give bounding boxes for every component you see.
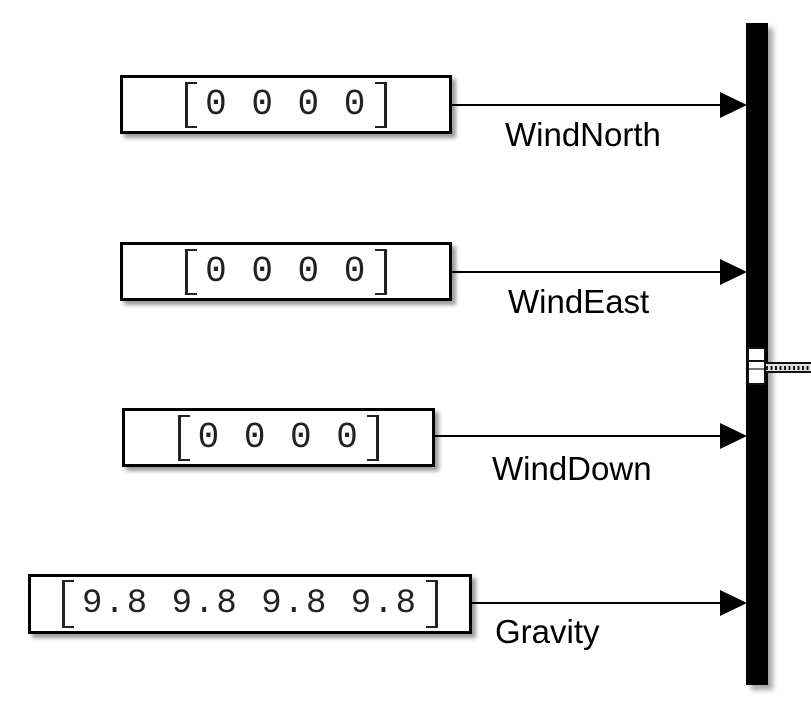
constant-value: 0 0 0 0	[197, 416, 360, 458]
signal-line-gravity[interactable]	[472, 602, 722, 604]
constant-value: 9.8 9.8 9.8 9.8	[81, 585, 419, 623]
matrix-close-bracket-icon	[426, 580, 439, 628]
matrix-close-bracket-icon	[367, 414, 380, 461]
constant-block-windeast[interactable]: 0 0 0 0	[120, 242, 452, 301]
arrowhead-icon	[720, 423, 747, 449]
signal-line-winddown[interactable]	[435, 435, 722, 437]
matrix-open-bracket-icon	[185, 248, 198, 295]
handle-divider	[749, 368, 764, 370]
mux-output-dotted-signal[interactable]	[766, 362, 811, 373]
signal-line-windeast[interactable]	[452, 271, 722, 273]
constant-value: 0 0 0 0	[205, 250, 367, 292]
signal-line-windnorth[interactable]	[452, 104, 722, 106]
matrix-open-bracket-icon	[61, 580, 74, 628]
constant-block-gravity[interactable]: 9.8 9.8 9.8 9.8	[28, 574, 472, 634]
matrix-close-bracket-icon	[374, 248, 387, 295]
constant-block-winddown[interactable]: 0 0 0 0	[122, 408, 435, 467]
arrowhead-icon	[720, 259, 747, 285]
matrix-open-bracket-icon	[177, 414, 190, 461]
constant-value: 0 0 0 0	[205, 83, 367, 125]
signal-label-winddown[interactable]: WindDown	[492, 450, 652, 487]
signal-label-windnorth[interactable]: WindNorth	[505, 116, 661, 153]
constant-block-windnorth[interactable]: 0 0 0 0	[120, 75, 452, 134]
selection-handle[interactable]	[747, 347, 766, 385]
arrowhead-icon	[720, 92, 747, 118]
signal-label-gravity[interactable]: Gravity	[495, 613, 600, 650]
arrowhead-icon	[720, 590, 747, 616]
signal-label-windeast[interactable]: WindEast	[508, 283, 650, 320]
matrix-open-bracket-icon	[185, 81, 198, 128]
handle-divider	[749, 360, 764, 362]
matrix-close-bracket-icon	[374, 81, 387, 128]
